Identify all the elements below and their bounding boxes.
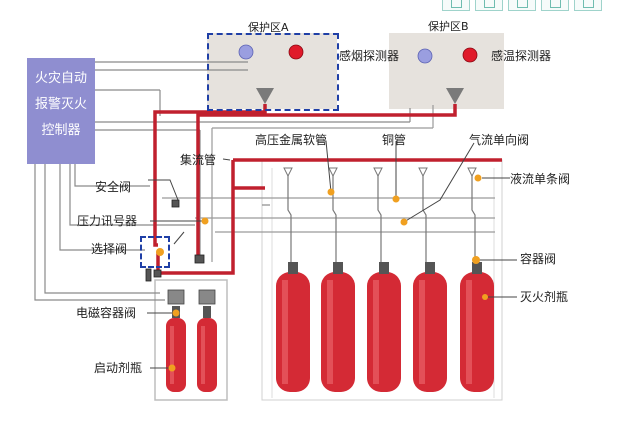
smoke-detector-a [238, 44, 254, 60]
liquid-check-valve-label: 液流单条阀 [510, 172, 571, 186]
pressure-switch-label: 压力讯号器 [77, 214, 138, 228]
leader-lines [147, 140, 517, 369]
cylinder-3 [367, 262, 401, 392]
protection-zone-a [207, 33, 337, 109]
starter-cylinders [166, 289, 217, 392]
nozzle-a [256, 88, 274, 104]
controller-line-1: 火灾自动 [34, 71, 87, 86]
controller-line-3: 控制器 [41, 123, 81, 138]
smoke-detector-label: 感烟探测器 [339, 49, 400, 63]
starter-bottle-label: 启动剂瓶 [94, 361, 143, 375]
fire-alarm-controller: 火灾自动 报警灭火 控制器 [27, 58, 95, 164]
settings-icon[interactable] [574, 0, 602, 11]
extinguisher-cylinders [276, 262, 494, 392]
selector-valve-label: 选择阀 [91, 242, 128, 256]
solenoid-valve-label: 电磁容器阀 [76, 306, 137, 320]
nozzle-b [446, 88, 464, 104]
heat-detector-b [462, 47, 478, 63]
red-pipes [153, 104, 502, 275]
container-valve-label: 容器阀 [520, 252, 557, 266]
cylinder-5 [460, 262, 494, 392]
protection-zone-b [389, 33, 504, 109]
extinguisher-bottle-label: 灭火剂瓶 [520, 290, 569, 304]
copy-icon[interactable] [442, 0, 470, 11]
zone-a-title: 保护区A [248, 21, 289, 34]
signal-wires [34, 61, 411, 301]
copper-pipe-label: 铜管 [382, 133, 407, 147]
zone-a-highlight [207, 33, 339, 111]
safety-valve-label: 安全阀 [95, 180, 132, 194]
expand-icon[interactable] [475, 0, 503, 11]
selector-valve-highlight [140, 236, 170, 268]
save-icon[interactable] [508, 0, 536, 11]
smoke-detector-b [417, 48, 433, 64]
controller-line-2: 报警灭火 [34, 97, 87, 112]
zone-b-title: 保护区B [428, 20, 469, 33]
starter-cabinet [154, 279, 228, 401]
hose-label: 高压金属软管 [255, 133, 328, 147]
cylinder-4 [413, 262, 447, 392]
heat-detector-a [288, 44, 304, 60]
check-valve-label: 气流单向阀 [469, 133, 530, 147]
metal-hoses [287, 168, 476, 262]
share-icon[interactable] [541, 0, 569, 11]
manifold-label: 集流管 [180, 153, 217, 167]
cylinder-1 [276, 262, 310, 392]
component-markers [156, 174, 488, 372]
image-toolbar [442, 0, 602, 11]
cylinder-2 [321, 262, 355, 392]
heat-detector-label: 感温探测器 [491, 49, 552, 63]
